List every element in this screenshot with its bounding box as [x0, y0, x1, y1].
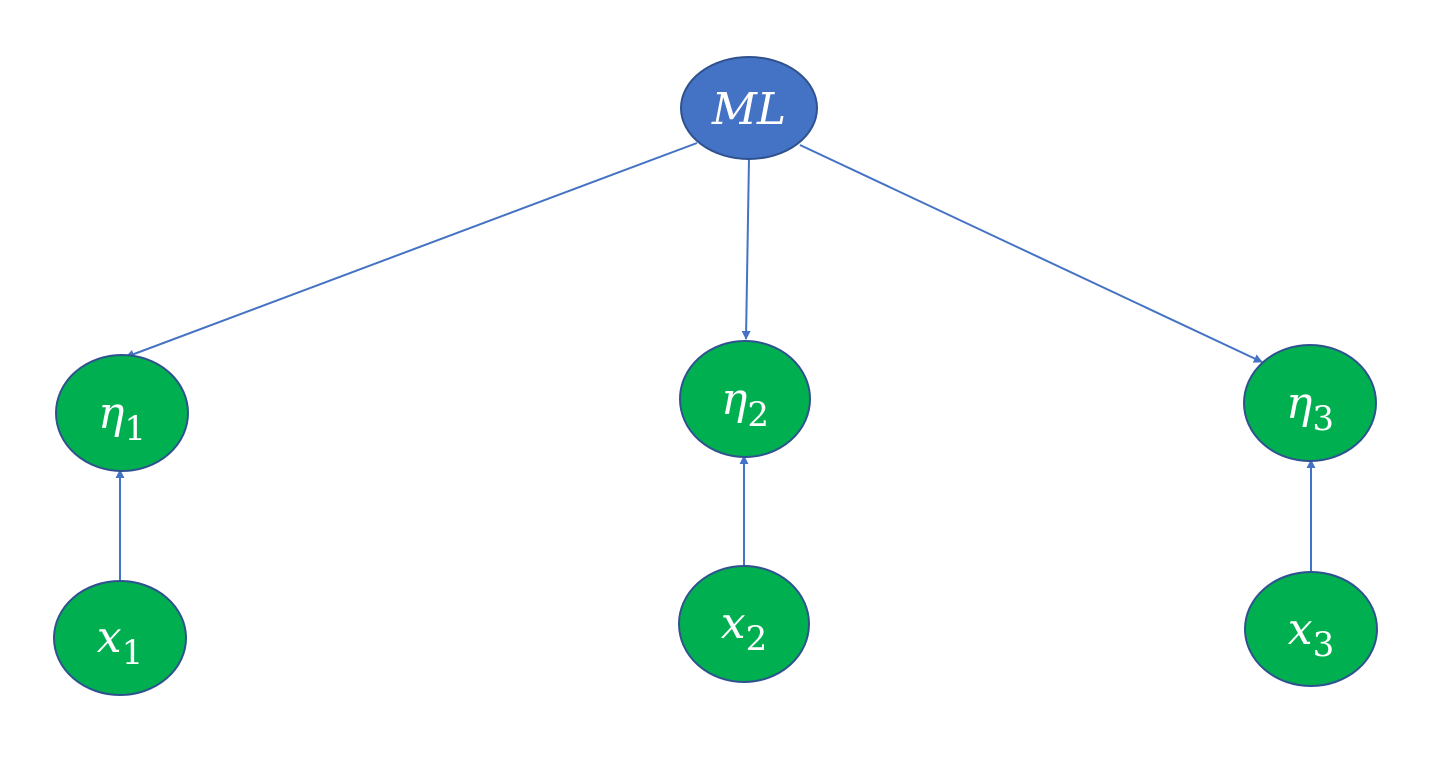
node-x3-label: x3: [1288, 604, 1334, 665]
node-eta1: η1: [55, 354, 189, 472]
node-x1: x1: [53, 580, 187, 696]
node-eta3-shape: [1243, 344, 1377, 462]
node-eta2: η2: [679, 340, 811, 458]
node-x2-shape: [678, 565, 810, 683]
node-eta2-label: η2: [721, 374, 769, 435]
edge-ml-to-eta1: [125, 142, 698, 359]
node-eta1-label: η1: [98, 388, 146, 449]
edge-ml-to-eta2: [741, 157, 751, 340]
node-ml-shape: [680, 56, 818, 160]
edge-ml-to-eta3: [799, 144, 1263, 363]
node-eta3: η3: [1243, 344, 1377, 462]
node-eta1-shape: [55, 354, 189, 472]
node-ml-label: ML: [711, 84, 786, 135]
node-x3-shape: [1244, 571, 1378, 687]
node-x1-label: x1: [97, 612, 143, 673]
node-x2-label: x2: [721, 598, 767, 659]
node-eta2-shape: [679, 340, 811, 458]
node-x2: x2: [678, 565, 810, 683]
edges: [115, 142, 1316, 580]
node-ml: ML: [680, 56, 818, 160]
node-eta3-label: η3: [1286, 378, 1334, 439]
node-x3: x3: [1244, 571, 1378, 687]
node-x1-shape: [53, 580, 187, 696]
